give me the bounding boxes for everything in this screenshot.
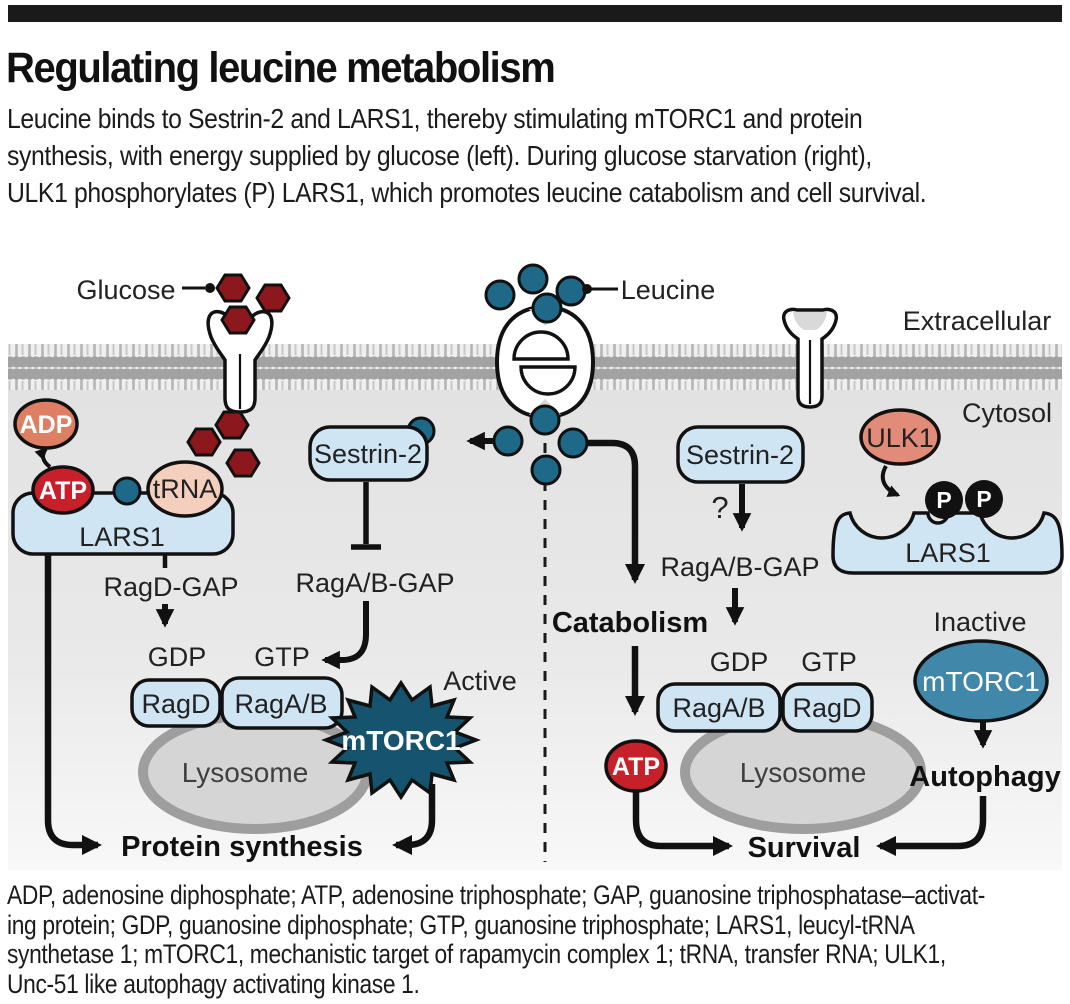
adp-molecule [13,398,79,450]
phospho-circle-2 [965,480,1003,518]
catabolism-label: Catabolism [552,607,708,639]
sestrin2-box-left [308,425,429,482]
atp-to-adp-arrow [34,447,52,469]
footnote-line: Unc-51 like autophagy activating kinase … [7,968,420,999]
question-mark: ? [711,490,728,525]
ulk1-molecule [859,408,941,466]
leucine-molecules [406,263,589,486]
empty-transporter [781,307,839,409]
figure-title: Regulating leucine metabolism [6,44,556,92]
intro-line: Leucine binds to Sestrin-2 and LARS1, th… [7,103,863,134]
autophagy-to-survival-arrow [875,796,987,857]
sestrin2-right-group: Sestrin-2 ? [676,425,805,532]
leucine-label-group: Leucine [582,275,715,305]
ulk1-phosphorylation-arrow [880,465,901,497]
lars1-complex-left: ADP ATP tRNA LARS1 [11,398,235,556]
ragd-label-right: RagD [792,693,861,723]
mtorc1-inactive-ellipse [913,639,1049,723]
atp-molecule-left [31,465,95,515]
ragd-label-left: RagD [141,689,210,719]
autophagy-label: Autophagy [909,761,1060,793]
mtorc1-label-inactive: mTORC1 [922,666,1040,697]
sestrin2-label-right: Sestrin-2 [686,440,794,470]
adp-label: ADP [20,411,73,439]
sestrin2-label-left: Sestrin-2 [314,439,422,469]
lars1-box-right [831,511,1064,575]
phospho-circle-1 [925,481,963,519]
trna-molecule [146,460,224,518]
active-label: Active [443,666,517,696]
figure-intro: Leucine binds to Sestrin-2 and LARS1, th… [7,100,927,211]
cytosol-label: Cytosol [962,398,1052,428]
protein-synthesis-label: Protein synthesis [121,831,363,863]
glucose-label: Glucose [76,275,175,305]
gtp-label-right: GTP [801,647,857,677]
ragd-box-left [130,678,222,728]
sestrin2-left-group: Sestrin-2 [308,425,429,550]
footnote-line: synthetase 1; mTORC1, mechanistic target… [7,939,946,969]
atp-label-right: ATP [612,753,660,781]
glucose-molecules [186,273,291,478]
lars1-complex-right: LARS1 P P ULK1 [831,408,1064,575]
lars1-to-protein-synthesis-arrow [44,553,103,856]
footnote-line: ing protein; GDP, guanosine diphosphate;… [7,909,915,940]
atp-to-survival-arrow [632,791,734,857]
mtorc1-to-protein-synthesis-arrow [391,784,436,856]
ragab-box-left [220,676,344,730]
survival-label: Survival [748,832,861,864]
ragab-box-right [656,682,782,733]
ulk1-label: ULK1 [866,423,934,453]
gdp-label-right: GDP [710,647,769,677]
phospho-label-1: P [936,487,951,513]
leucine-callout-dot [582,284,592,294]
gdp-label-left: GDP [148,642,207,672]
intro-line: ULK1 phosphorylates (P) LARS1, which pro… [7,177,927,208]
ragab-gap-label-right: RagA/B-GAP [660,552,819,582]
sestrin2-box-right [676,425,805,484]
extracellular-label: Extracellular [903,306,1052,336]
ragab-gap-label-left: RagA/B-GAP [295,568,454,598]
footnote-line: ADP, adenosine diphosphate; ATP, adenosi… [7,880,985,910]
mtorc1-active-starburst [321,679,481,801]
inactive-label: Inactive [933,607,1026,637]
lysosome-label-right: Lysosome [740,757,867,788]
ragab-label-right: RagA/B [672,693,765,723]
gtp-label-left: GTP [254,642,310,672]
phospho-label-2: P [976,486,991,512]
ragd-gap-label: RagD-GAP [103,572,238,602]
intro-line: synthesis, with energy supplied by gluco… [7,140,872,171]
glucose-callout-dot [205,283,215,293]
atp-label-left: ATP [39,477,87,505]
leucine-label: Leucine [621,275,716,305]
top-rule-bar [8,5,1062,22]
leucine-transporter [494,304,596,420]
ragab-gap-to-gtp-arrow [321,601,369,670]
leucine-to-catabolism-arrow [587,439,646,585]
lysosome-label-left: Lysosome [182,757,309,788]
trna-label: tRNA [153,474,218,504]
ragd-box-right [781,682,874,733]
abbreviation-footnote: ADP, adenosine diphosphate; ATP, adenosi… [7,880,985,999]
mtorc1-label-active: mTORC1 [341,725,460,756]
glucose-label-group: Glucose [76,275,215,305]
ragab-label-left: RagA/B [234,689,327,719]
lars1-label-right: LARS1 [905,538,991,568]
lars1-label-left: LARS1 [79,522,165,552]
leucine-on-lars1 [112,476,142,506]
